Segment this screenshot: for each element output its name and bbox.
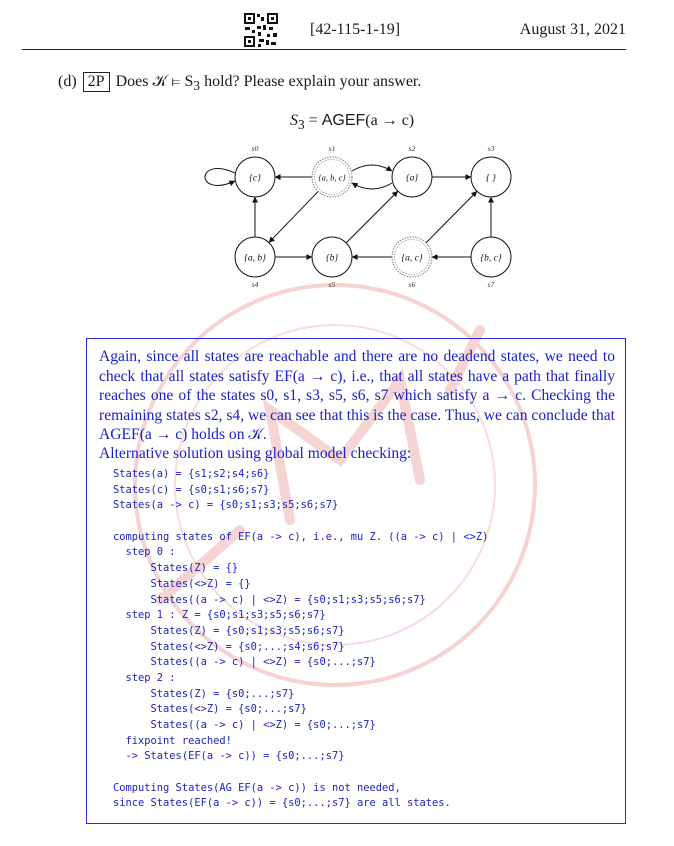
initial-state-ring <box>314 159 350 195</box>
initial-state-ring <box>394 239 430 275</box>
answer-box: Again, since all states are reachable an… <box>86 338 626 824</box>
code-line: Computing States(AG EF(a -> c)) is not n… <box>113 781 401 794</box>
code-line: step 2 : <box>113 671 176 684</box>
state-node <box>234 236 276 278</box>
state-name: s6 <box>409 280 416 289</box>
code-line: fixpoint reached! <box>113 734 232 747</box>
transition-arrow <box>345 190 399 244</box>
state-node <box>470 156 512 198</box>
kripke-structure-diagram: {c} s0 {a, b, c} s1 {a} s2 { } s3 {a, b} s4 {b} s5 {… <box>204 144 512 289</box>
code-line: States(Z) = {} <box>113 562 239 575</box>
transition-arrow <box>351 164 393 172</box>
question-label: (d) <box>58 73 77 90</box>
code-line <box>113 514 488 530</box>
transition-arrow <box>204 168 236 187</box>
exam-date: August 31, 2021 <box>519 21 626 38</box>
header-rule <box>22 49 626 50</box>
code-line: computing states of EF(a -> c), i.e., mu… <box>113 530 489 543</box>
state-label: {a, b} <box>244 254 266 264</box>
state-name: s3 <box>488 144 495 153</box>
code-line: States(Z) = {s0;s1;s3;s5;s6;s7} <box>113 624 345 637</box>
code-line: step 0 : <box>113 546 176 559</box>
code-line: States((a -> c) | <>Z) = {s0;...;s7} <box>113 719 376 731</box>
question-text: Does 𝒦 ⊨ S3 hold? Please explain your an… <box>115 73 422 94</box>
transition-arrow <box>268 191 319 243</box>
formula: S3 = AGEF(a → c) <box>290 112 415 133</box>
state-node <box>234 156 276 198</box>
state-label: {a} <box>406 174 419 184</box>
state-node <box>311 236 353 278</box>
code-line <box>113 765 488 781</box>
state-node <box>391 156 433 198</box>
state-node <box>470 236 512 278</box>
state-label: {a, c} <box>401 254 423 264</box>
code-line: States(<>Z) = {s0;...;s4;s6;s7} <box>113 640 345 653</box>
state-name: s5 <box>329 280 336 289</box>
state-label: {a, b, c} <box>318 173 346 183</box>
state-name: s1 <box>329 144 336 153</box>
alternative-heading: Alternative solution using global model … <box>99 445 412 462</box>
code-listing: States(a) = {s1;s2;s4;s6} States(c) = {s0… <box>113 467 488 812</box>
code-line: States(a) = {s1;s2;s4;s6} <box>113 468 270 480</box>
state-name: s7 <box>488 280 495 289</box>
qr-code <box>243 12 279 48</box>
state-node <box>311 156 353 198</box>
code-line: since States(EF(a -> c)) = {s0;...;s7} a… <box>113 797 451 810</box>
state-name: s2 <box>409 144 416 153</box>
state-label: {b} <box>326 254 339 264</box>
code-line: States(<>Z) = {} <box>113 577 251 590</box>
state-label: {b, c} <box>480 254 502 264</box>
state-label: { } <box>486 174 496 184</box>
code-line: States(c) = {s0;s1;s6;s7} <box>113 483 270 496</box>
state-name: s4 <box>252 280 259 289</box>
code-line: step 1 : Z = {s0;s1;s3;s5;s6;s7} <box>113 609 326 622</box>
code-line: States(<>Z) = {s0;...;s7} <box>113 703 307 716</box>
transition-arrow <box>351 182 393 190</box>
exam-id: [42-115-1-19] <box>310 21 401 38</box>
code-line: States((a -> c) | <>Z) = {s0;s1;s3;s5;s6… <box>113 593 426 606</box>
points-badge: 2P <box>82 72 110 92</box>
state-label: {c} <box>249 174 261 184</box>
state-node <box>391 236 433 278</box>
code-line: States((a -> c) | <>Z) = {s0;...;s7} <box>113 656 376 669</box>
code-line: -> States(EF(a -> c)) = {s0;...;s7} <box>113 750 345 763</box>
question-line: (d) 2P Does 𝒦 ⊨ S3 hold? Please explain … <box>58 72 421 94</box>
answer-paragraph: Again, since all states are reachable an… <box>99 348 615 443</box>
transition-arrow <box>425 190 478 244</box>
code-line: States(Z) = {s0;...;s7} <box>113 687 295 700</box>
code-line: States(a -> c) = {s0;s1;s3;s5;s6;s7} <box>113 499 339 512</box>
state-name: s0 <box>252 144 259 153</box>
